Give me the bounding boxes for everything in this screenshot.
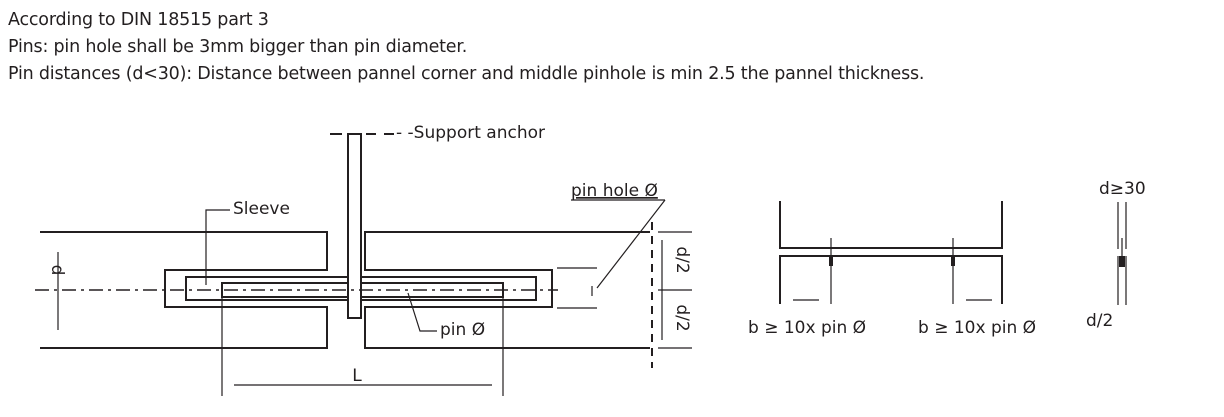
upper-panel	[779, 201, 1003, 249]
sleeve-label: Sleeve	[233, 199, 290, 219]
left-spacing-label: b ≥ 10x pin Ø	[748, 318, 866, 338]
support-anchor-label: - -Support anchor	[396, 123, 545, 143]
pin-leader	[407, 292, 437, 332]
right-spacing-label: b ≥ 10x pin Ø	[918, 318, 1036, 338]
thin-panel-bottom-label: d/2	[1086, 311, 1113, 331]
support-anchor	[347, 133, 362, 319]
l-label: L	[352, 366, 362, 386]
spacing-diagram: b ≥ 10x pin Ø b ≥ 10x pin Ø	[748, 201, 1036, 338]
lower-panel	[779, 255, 1003, 304]
d-label: d	[47, 265, 67, 276]
thin-panel-top-label: d≥30	[1099, 179, 1146, 199]
pin-label: pin Ø	[440, 320, 485, 340]
pin-hole	[951, 255, 955, 266]
note-standard: According to DIN 18515 part 3	[8, 10, 269, 30]
thin-panel-diagram: d≥30 d/2	[1086, 179, 1146, 331]
right-panel	[364, 231, 650, 349]
note-pins: Pins: pin hole shall be 3mm bigger than …	[8, 37, 468, 57]
upper-thin-panel	[1117, 202, 1127, 249]
note-pin-distances: Pin distances (d<30): Distance between p…	[8, 64, 925, 84]
left-panel	[40, 231, 328, 349]
lower-thin-panel	[1117, 256, 1127, 305]
sleeve-leader	[205, 209, 230, 285]
section-diagram: - -Support anchor d Sleeve pin Ø pin hol…	[35, 123, 692, 396]
pin-hole	[829, 255, 833, 266]
pin-hole-label: pin hole Ø	[571, 181, 658, 201]
d-half-top-label: d/2	[672, 246, 692, 273]
pin-hole	[1119, 256, 1125, 267]
pin-hole-leader	[596, 199, 666, 289]
d-half-bottom-label: d/2	[672, 304, 692, 331]
